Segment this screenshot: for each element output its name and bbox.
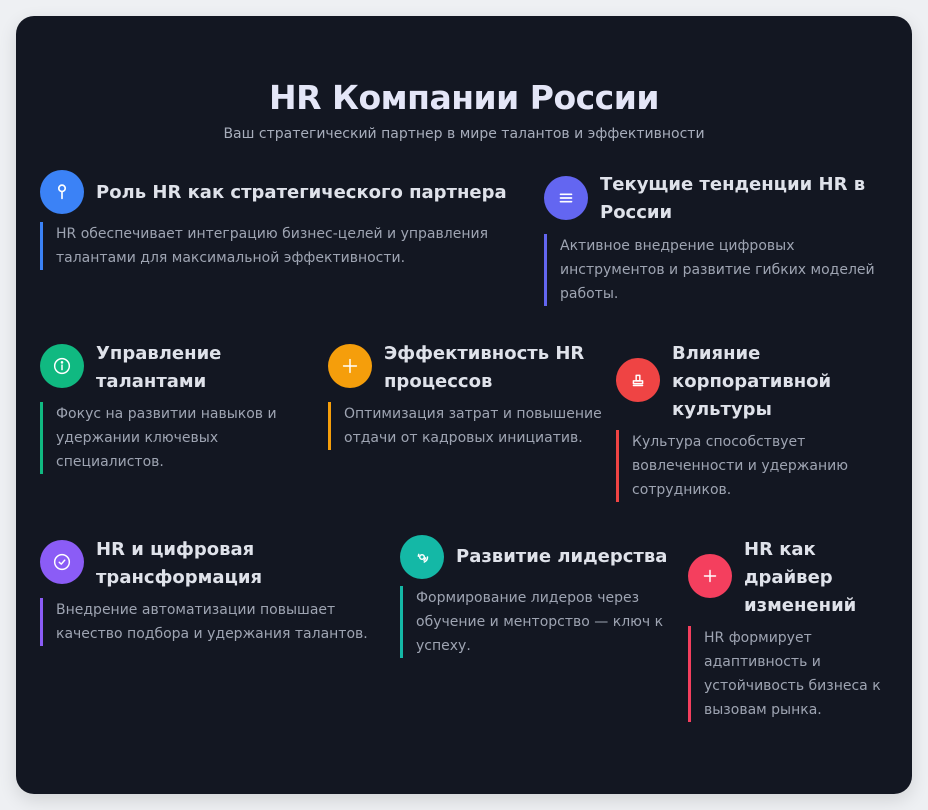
item-hr-trends-russia: Текущие тенденции HR в России Активное в… — [544, 170, 884, 310]
item-description: Культура способствует вовлеченности и уд… — [616, 430, 872, 502]
item-title: Развитие лидерства — [456, 546, 668, 567]
item-title: HR и цифровая трансформация — [96, 539, 263, 588]
item-description: HR обеспечивает интеграцию бизнес-целей … — [40, 222, 496, 270]
check-circle-icon — [40, 540, 84, 584]
item-description: HR формирует адаптивность и устойчивость… — [688, 626, 894, 722]
item-title: Влияние корпоративной культуры — [672, 343, 832, 420]
pin-icon — [40, 170, 84, 214]
plus-icon — [688, 554, 732, 598]
item-description: Формирование лидеров через обучение и ме… — [400, 586, 676, 658]
item-title: Эффективность HR процессов — [384, 343, 585, 392]
broadcast-icon — [400, 535, 444, 579]
item-description: Активное внедрение цифровых инструментов… — [544, 234, 880, 306]
item-title: Текущие тенденции HR в России — [600, 174, 866, 223]
item-corporate-culture: Влияние корпоративной культуры Культура … — [616, 339, 886, 509]
plus-icon — [328, 344, 372, 388]
item-title: Управление талантами — [96, 343, 222, 392]
item-hr-process-efficiency: Эффективность HR процессов Оптимизация з… — [328, 339, 608, 459]
page-title: HR Компании России — [269, 78, 659, 117]
stamp-icon — [616, 358, 660, 402]
info-icon — [40, 344, 84, 388]
menu-icon — [544, 176, 588, 220]
item-digital-transformation: HR и цифровая трансформация Внедрение ав… — [40, 535, 380, 655]
item-leadership-development: Развитие лидерства Формирование лидеров … — [400, 535, 680, 665]
item-title: Роль HR как стратегического партнера — [96, 182, 507, 203]
item-hr-strategic-partner: Роль HR как стратегического партнера HR … — [40, 170, 510, 270]
page-subtitle: Ваш стратегический партнер в мире талант… — [223, 126, 705, 142]
item-description: Фокус на развитии навыков и удержании кл… — [40, 402, 296, 474]
item-title: HR как драйвер изменений — [744, 539, 857, 616]
item-description: Оптимизация затрат и повышение отдачи от… — [328, 402, 614, 450]
main-card — [16, 16, 912, 794]
item-description: Внедрение автоматизации повышает качеств… — [40, 598, 386, 646]
item-talent-management: Управление талантами Фокус на развитии н… — [40, 339, 300, 479]
item-hr-change-driver: HR как драйвер изменений HR формирует ад… — [688, 535, 898, 725]
